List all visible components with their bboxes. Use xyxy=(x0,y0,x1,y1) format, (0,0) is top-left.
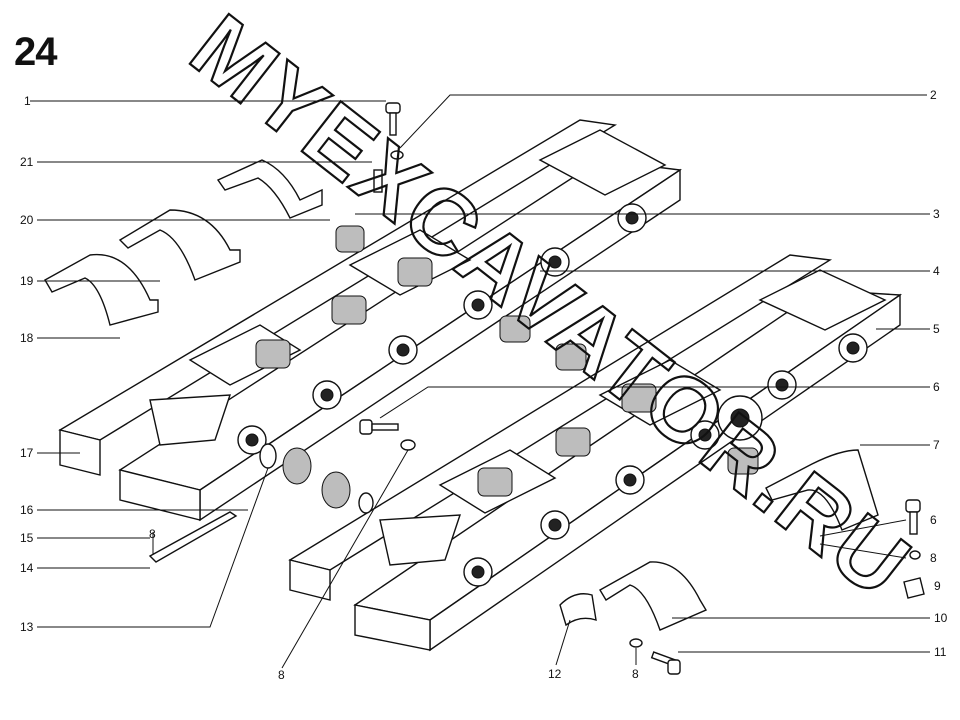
callout-5: 5 xyxy=(933,322,940,336)
callout-10: 10 xyxy=(934,611,948,625)
callout-6-bolt: 6 xyxy=(930,513,937,527)
callout-13: 13 xyxy=(20,620,34,634)
callout-4: 4 xyxy=(933,264,940,278)
callout-15: 15 xyxy=(20,531,34,545)
callout-20: 20 xyxy=(20,213,34,227)
loose-parts xyxy=(44,102,925,675)
callout-labels: 1 2 3 4 5 6 7 6 8 9 10 11 21 20 19 18 17… xyxy=(20,88,948,682)
callout-8-left: 8 xyxy=(149,527,156,541)
callout-3: 3 xyxy=(933,207,940,221)
callout-6: 6 xyxy=(933,380,940,394)
callout-11: 11 xyxy=(934,645,947,659)
callout-8-washer: 8 xyxy=(632,667,639,681)
callout-8-bottom: 8 xyxy=(278,668,285,682)
callout-8-nut: 8 xyxy=(930,551,937,565)
callout-17: 17 xyxy=(20,446,34,460)
figure-number: 24 xyxy=(14,30,57,74)
callout-16: 16 xyxy=(20,503,34,517)
left-track-frame xyxy=(58,119,682,522)
callout-21: 21 xyxy=(20,155,34,169)
right-track-frame xyxy=(288,254,903,652)
callout-12: 12 xyxy=(548,667,562,681)
callout-19: 19 xyxy=(20,274,34,288)
callout-14: 14 xyxy=(20,561,34,575)
callout-7: 7 xyxy=(933,438,940,452)
leader-lines xyxy=(30,94,930,669)
callout-18: 18 xyxy=(20,331,34,345)
callout-1: 1 xyxy=(24,94,31,108)
callout-2: 2 xyxy=(930,88,937,102)
callout-9: 9 xyxy=(934,579,941,593)
